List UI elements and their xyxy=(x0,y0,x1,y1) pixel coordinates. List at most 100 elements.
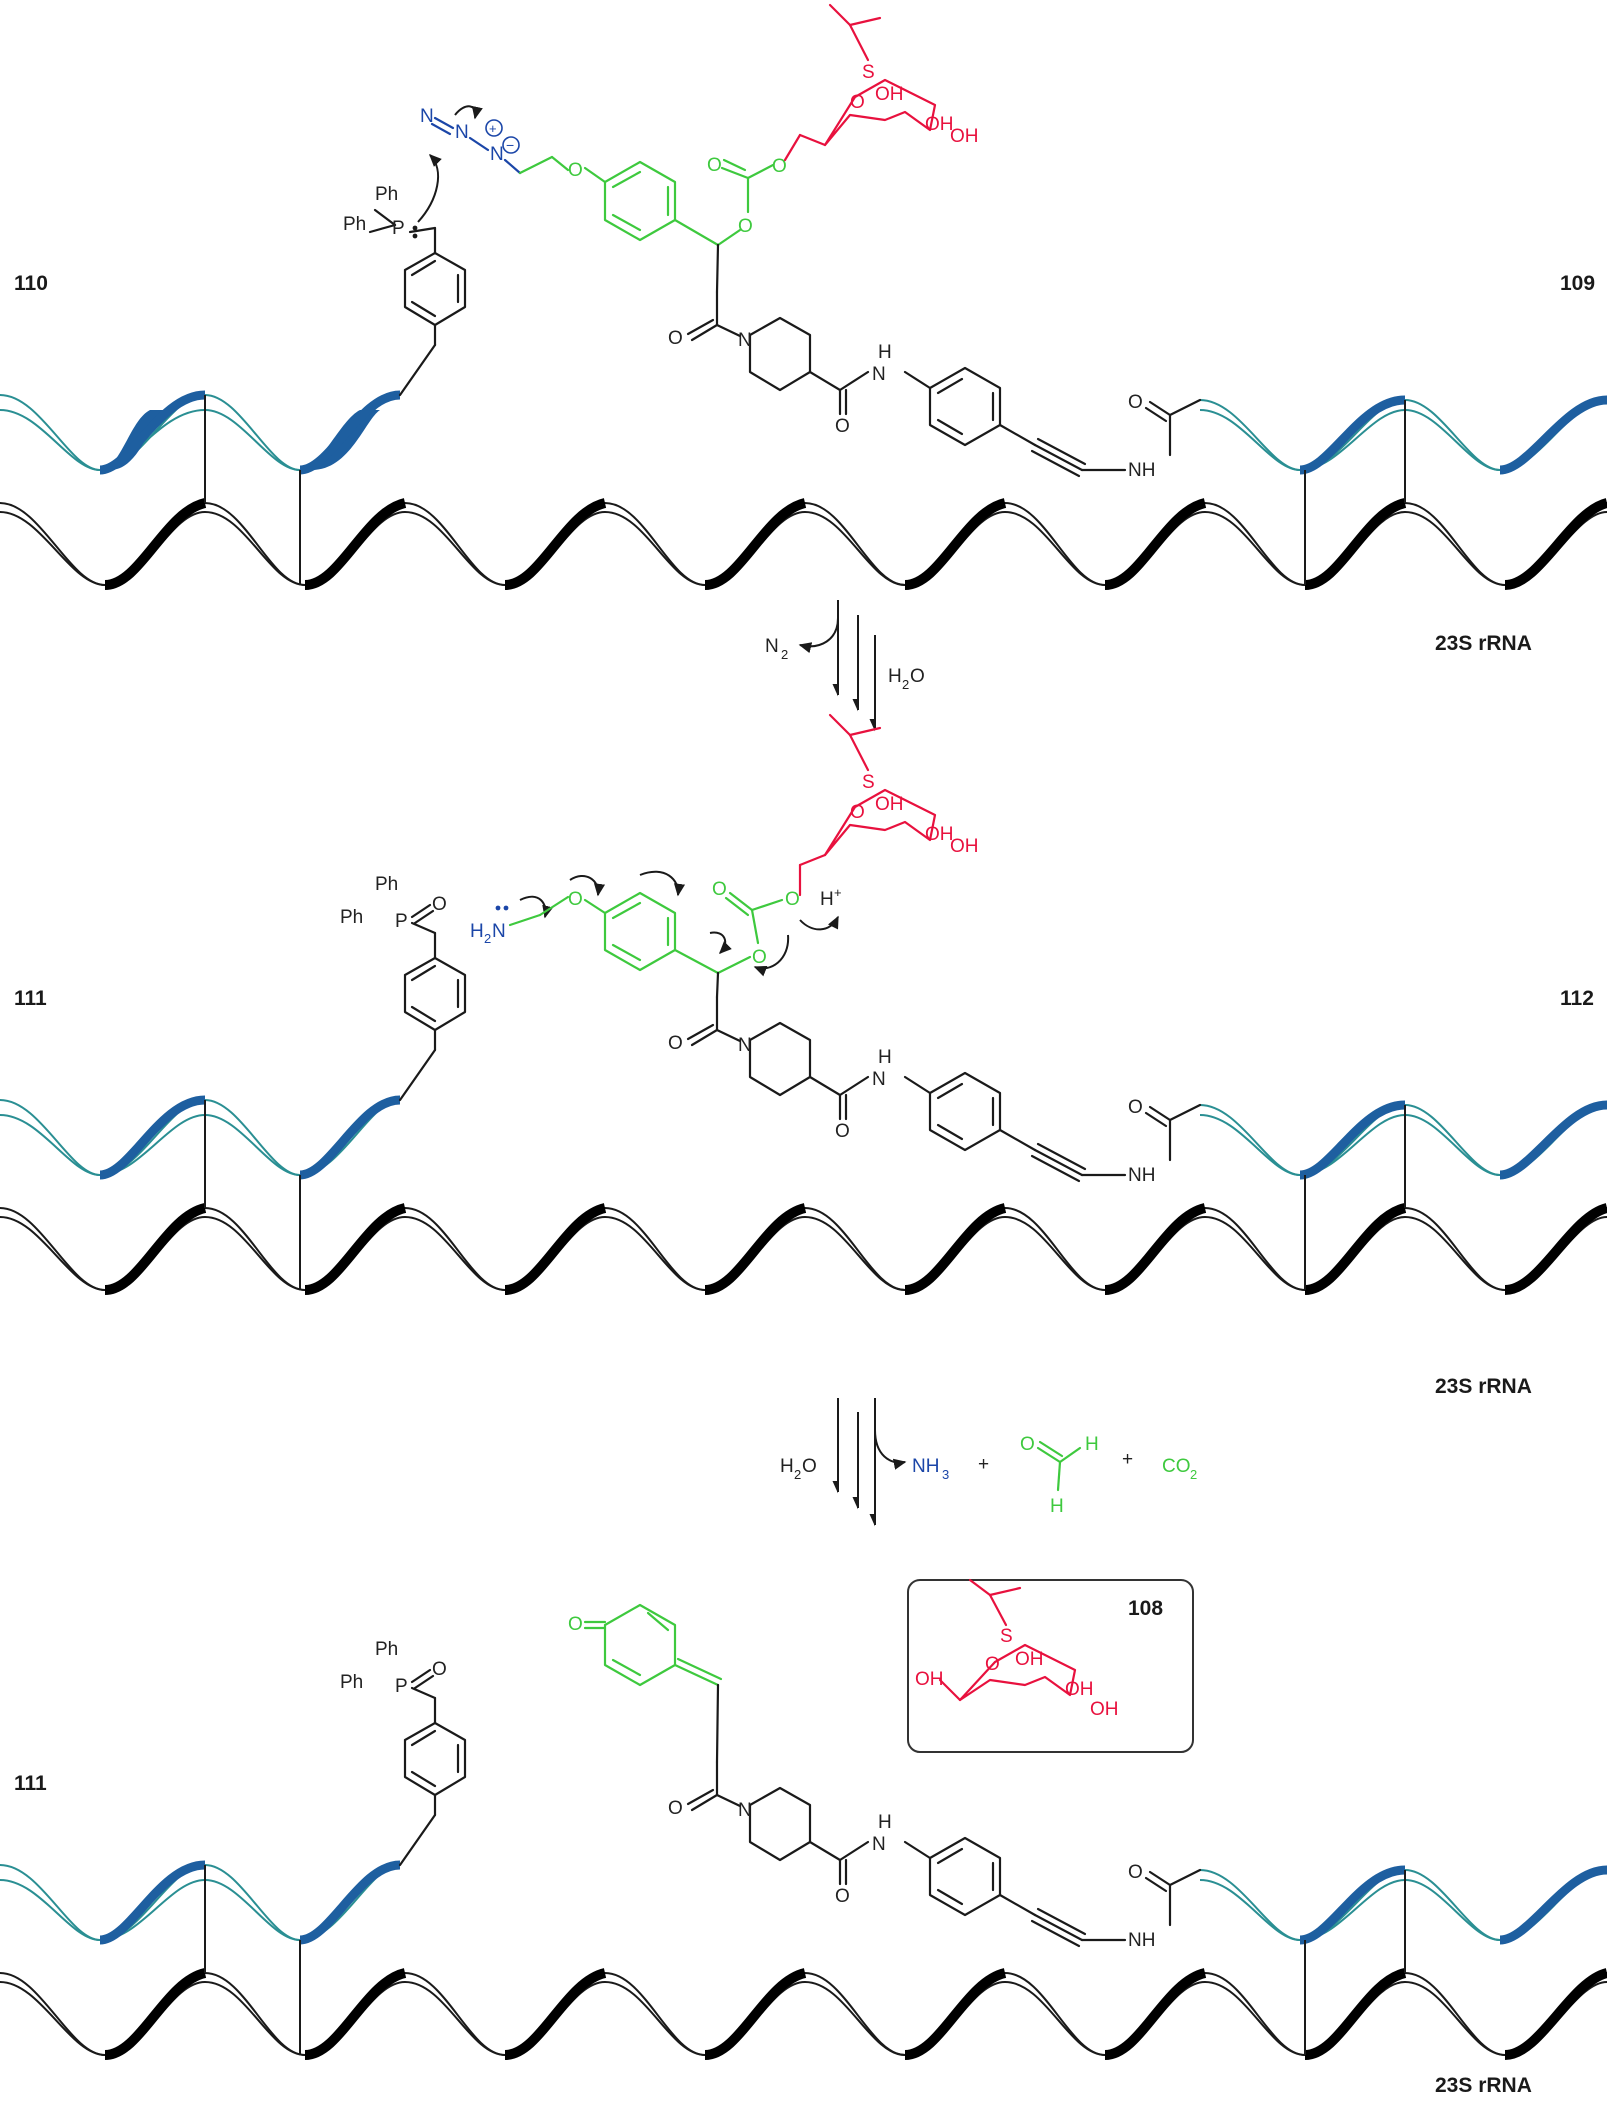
svg-text:OH: OH xyxy=(1065,1679,1094,1700)
svg-text:O: O xyxy=(752,947,767,968)
rrna-strand-3 xyxy=(0,1865,1607,2060)
phosphine-oxide-111: P O Ph Ph xyxy=(340,874,467,1102)
svg-text:H: H xyxy=(1085,1434,1099,1455)
released-sugar-108: 108 O S OH OH OH OH xyxy=(907,1578,1194,1753)
co2-label: CO xyxy=(1162,1456,1191,1477)
azide-group: N N N + − xyxy=(420,105,522,175)
compound-label-111-top: 111 xyxy=(14,987,47,1010)
svg-text:2: 2 xyxy=(781,647,788,662)
svg-text:H: H xyxy=(878,342,892,363)
amide-oxygen: O xyxy=(835,416,850,437)
quinone-methide: O xyxy=(568,1603,723,1764)
svg-text:2: 2 xyxy=(1190,1467,1197,1482)
propargyl-amide-nh: NH xyxy=(1128,460,1155,481)
compound-label-108: 108 xyxy=(1128,1597,1163,1620)
svg-text:Ph: Ph xyxy=(340,1672,363,1693)
rrna-strand-1 xyxy=(0,395,1607,590)
upper-strand-right xyxy=(1199,395,1607,475)
svg-text:−: − xyxy=(506,137,514,153)
panel-2: 111 112 xyxy=(0,713,1607,1398)
svg-text:H: H xyxy=(888,666,902,687)
svg-text:O: O xyxy=(432,894,447,915)
svg-text:N: N xyxy=(420,106,434,127)
svg-text:N: N xyxy=(455,122,469,143)
svg-text:OH: OH xyxy=(915,1669,944,1690)
rrna-label-2: 23S rRNA xyxy=(1435,1375,1532,1398)
svg-text:O: O xyxy=(712,879,727,900)
svg-text:2: 2 xyxy=(902,677,909,692)
propargyl-amide-oxygen: O xyxy=(1128,392,1143,413)
svg-text:N: N xyxy=(738,1800,752,1821)
svg-text:S: S xyxy=(862,62,875,83)
piperidine-nitrogen: N xyxy=(738,330,752,351)
svg-text:O: O xyxy=(1128,1862,1143,1883)
svg-text:H: H xyxy=(470,921,484,942)
panel-1: 110 109 xyxy=(0,3,1607,655)
svg-text:O: O xyxy=(1128,1097,1143,1118)
svg-text:Ph: Ph xyxy=(340,907,363,928)
svg-text:O: O xyxy=(568,1614,583,1635)
compound-label-112: 112 xyxy=(1560,987,1594,1010)
upper-strand-left xyxy=(0,1095,401,1180)
svg-text:OH: OH xyxy=(925,114,954,135)
phenyl-label: Ph xyxy=(343,214,366,235)
svg-text:N: N xyxy=(872,1834,886,1855)
ammonia-label: NH xyxy=(912,1456,939,1477)
svg-text:N: N xyxy=(492,921,506,942)
panel-3: 111 xyxy=(0,1578,1607,2097)
rrna-label-3: 23S rRNA xyxy=(1435,2074,1532,2097)
svg-text:P: P xyxy=(395,911,408,932)
upper-strand-right xyxy=(1199,1865,1607,1945)
self-immolative-linker: O O O O H + xyxy=(538,870,842,999)
svg-text:2: 2 xyxy=(794,1467,801,1482)
svg-text:O: O xyxy=(568,889,583,910)
svg-text:H: H xyxy=(1050,1496,1064,1517)
svg-text:N: N xyxy=(872,1069,886,1090)
svg-text:NH: NH xyxy=(1128,1930,1155,1951)
phosphine-110: P Ph Ph xyxy=(343,154,467,397)
svg-text:N: N xyxy=(738,1035,752,1056)
svg-text:2: 2 xyxy=(484,931,491,946)
svg-text:O: O xyxy=(850,92,865,113)
compound-label-109: 109 xyxy=(1560,272,1595,295)
svg-text:+: + xyxy=(1122,1449,1133,1470)
svg-text:+: + xyxy=(489,121,497,136)
phenyl-label: Ph xyxy=(375,184,398,205)
upper-strand-left xyxy=(0,1860,401,1945)
reaction-arrows-2: H 2 O NH 3 + O H H + CO 2 xyxy=(780,1398,1197,1527)
svg-text:O: O xyxy=(1020,1434,1035,1455)
svg-text:S: S xyxy=(1000,1626,1013,1647)
svg-text:OH: OH xyxy=(1015,1649,1044,1670)
svg-text:O: O xyxy=(668,1033,683,1054)
svg-text:+: + xyxy=(978,1454,989,1475)
upper-strand-right xyxy=(1199,1100,1607,1180)
svg-text:O: O xyxy=(835,1886,850,1907)
svg-text:O: O xyxy=(910,666,925,687)
svg-text:O: O xyxy=(985,1654,1000,1675)
svg-text:O: O xyxy=(668,1798,683,1819)
svg-text:H: H xyxy=(878,1047,892,1068)
svg-text:OH: OH xyxy=(950,126,979,147)
compound-label-111-bottom: 111 xyxy=(14,1772,47,1795)
svg-text:O: O xyxy=(707,155,722,176)
svg-text:O: O xyxy=(772,156,787,177)
thiogalactoside: O S OH OH OH xyxy=(783,3,979,162)
svg-text:OH: OH xyxy=(1090,1699,1119,1720)
compound-label-110: 110 xyxy=(14,272,48,295)
svg-text:N: N xyxy=(490,144,504,165)
svg-text:H: H xyxy=(780,1456,794,1477)
svg-text:Ph: Ph xyxy=(375,1639,398,1660)
reaction-arrows-1: N 2 H 2 O xyxy=(765,600,925,732)
thiogalactoside: O S OH OH OH xyxy=(798,713,979,897)
svg-text:S: S xyxy=(862,772,875,793)
svg-text:OH: OH xyxy=(875,794,904,815)
svg-text:O: O xyxy=(568,160,583,181)
ketone-oxygen: O xyxy=(668,328,683,349)
svg-text:O: O xyxy=(785,889,800,910)
amine-group: H 2 N xyxy=(470,895,554,946)
self-immolative-linker: O O O O xyxy=(518,155,787,294)
upper-strand-left xyxy=(0,390,401,475)
svg-text:Ph: Ph xyxy=(375,874,398,895)
svg-text:+: + xyxy=(834,885,842,900)
